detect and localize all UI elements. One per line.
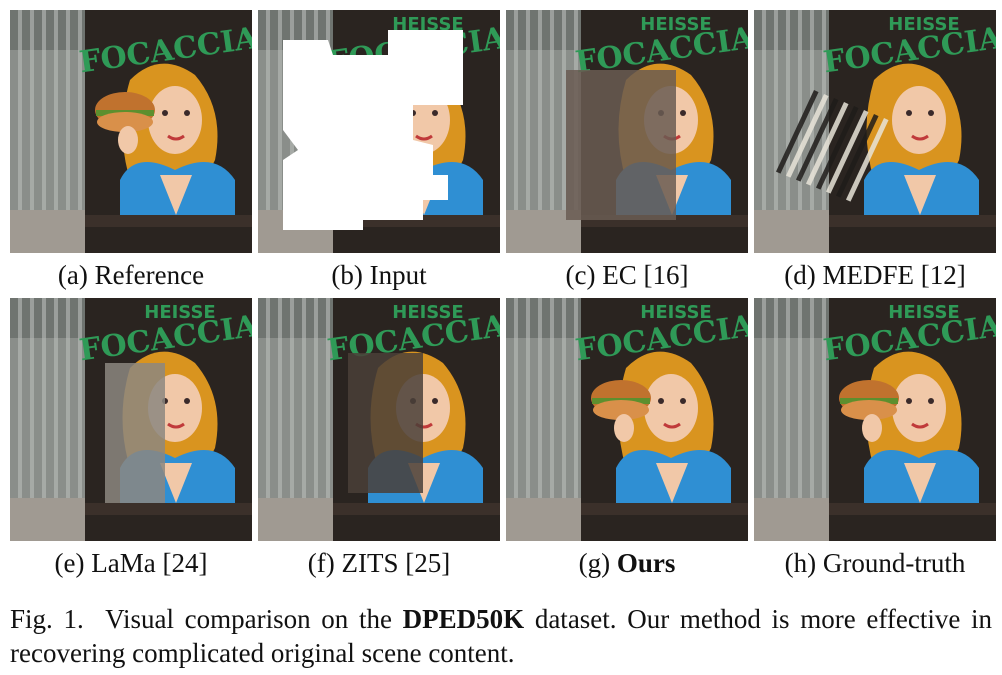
figure-caption-text-2: dataset. Our method is more effective in…	[10, 604, 993, 668]
figure-caption: Fig. 1. Visual comparison on the DPED50K…	[10, 602, 992, 670]
panel-caption: (c) EC [16]	[565, 260, 689, 290]
panel-caption: (a) Reference	[57, 260, 205, 290]
panel-image-reference: FOCACCIA	[10, 10, 252, 253]
panel-caption: (b) Input	[331, 260, 427, 290]
figure-caption-text: Visual comparison on the	[105, 604, 392, 634]
svg-text:HEISSE: HEISSE	[392, 302, 463, 323]
panel-caption: (e) LaMa [24]	[54, 548, 208, 578]
panel-caption: (h) Ground-truth	[784, 548, 966, 578]
svg-text:HEISSE: HEISSE	[392, 14, 463, 35]
svg-text:HEISSE: HEISSE	[888, 302, 959, 323]
panel-a: FOCACCIA (a) Reference	[10, 10, 252, 298]
panel-caption: (d) MEDFE [12]	[784, 260, 966, 290]
panel-caption: (g) Ours	[578, 548, 676, 578]
panel-caption: (f) ZITS [25]	[307, 548, 451, 578]
svg-text:HEISSE: HEISSE	[640, 14, 711, 35]
svg-text:HEISSE: HEISSE	[640, 302, 711, 323]
svg-text:HEISSE: HEISSE	[144, 302, 215, 323]
svg-text:HEISSE: HEISSE	[888, 14, 959, 35]
figure-caption-dataset: DPED50K	[402, 604, 525, 634]
figure-caption-prefix: Fig. 1.	[10, 604, 84, 634]
